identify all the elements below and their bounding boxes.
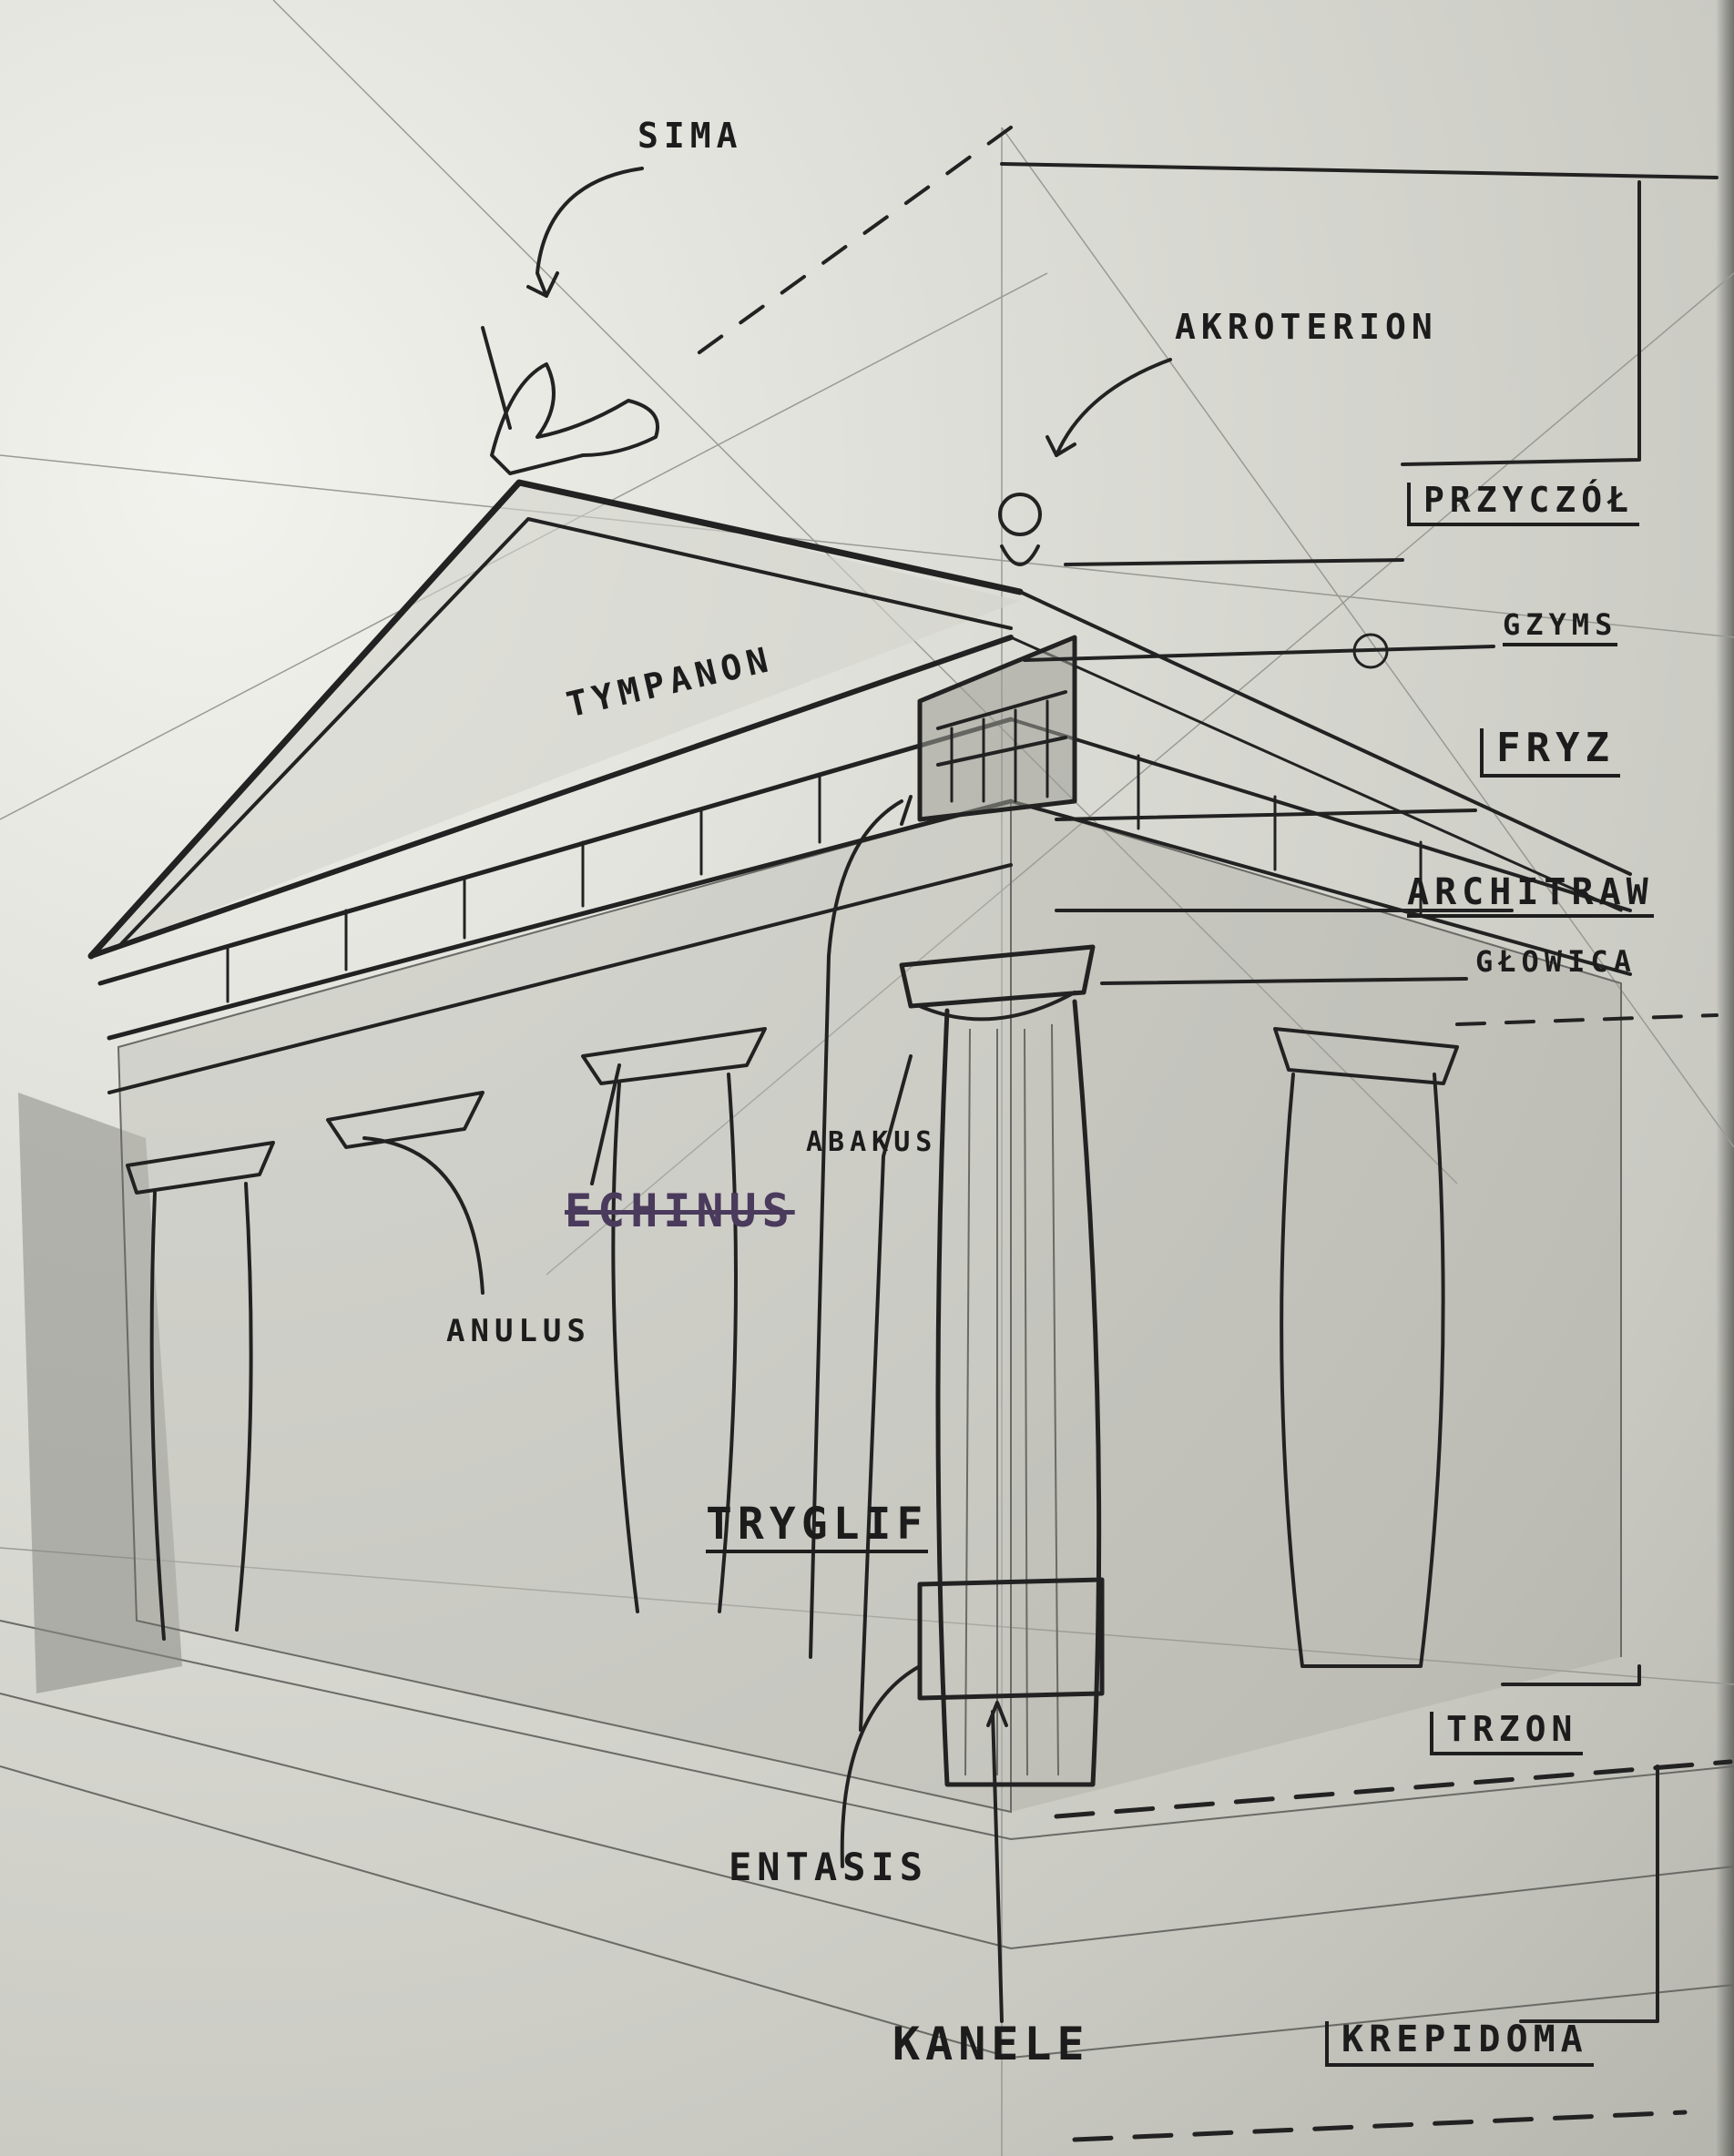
label-kanele: KANELE bbox=[892, 2021, 1090, 2067]
label-abakus: ABAKUS bbox=[806, 1129, 937, 1156]
label-sima: SIMA bbox=[638, 118, 743, 153]
label-trzon: TRZON bbox=[1430, 1712, 1583, 1755]
label-akroterion: AKROTERION bbox=[1175, 310, 1438, 344]
label-przyczolek: PRZYCZÓŁ bbox=[1407, 483, 1639, 526]
label-echinus: ECHINUS bbox=[565, 1188, 795, 1234]
label-tryglif: TRYGLIF bbox=[706, 1502, 928, 1553]
label-glowica: GŁOWICA bbox=[1475, 947, 1637, 976]
label-krepidoma: KREPIDOMA bbox=[1325, 2021, 1594, 2067]
label-anulus: ANULUS bbox=[446, 1316, 591, 1347]
corner-cornice-block bbox=[920, 637, 1075, 819]
label-architraw: ARCHITRAW bbox=[1407, 874, 1654, 918]
label-entasis: ENTASIS bbox=[729, 1848, 928, 1886]
temple-walls bbox=[118, 801, 1621, 1812]
label-gzyms: GZYMS bbox=[1503, 610, 1617, 646]
label-fryz: FRYZ bbox=[1480, 728, 1620, 778]
